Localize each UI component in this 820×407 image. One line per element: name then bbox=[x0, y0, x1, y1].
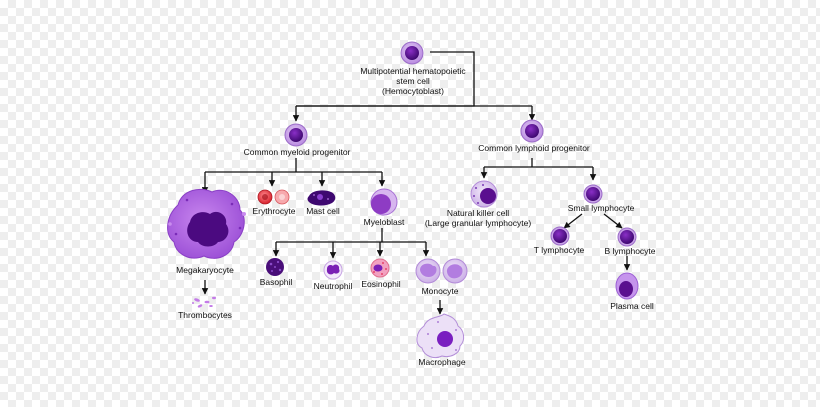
stem-cell-label: Multipotential hematopoietic stem cell (… bbox=[360, 66, 465, 96]
mast-cell-label: Mast cell bbox=[306, 206, 340, 216]
myeloblast-icon bbox=[370, 188, 398, 216]
t-lymphocyte-icon bbox=[550, 226, 570, 246]
t-lymphocyte-label: T lymphocyte bbox=[533, 245, 585, 255]
connectors bbox=[201, 51, 631, 315]
neutrophil-label: Neutrophil bbox=[313, 281, 353, 291]
neutrophil-icon bbox=[323, 260, 343, 280]
stem-cell-icon bbox=[400, 41, 424, 65]
nk-cell-icon bbox=[470, 180, 498, 208]
arrow-to-t-lymphocyte bbox=[563, 213, 583, 229]
macrophage-label: Macrophage bbox=[418, 357, 466, 367]
monocyte-icon bbox=[415, 258, 468, 284]
megakaryocyte-icon bbox=[167, 188, 246, 259]
b-lymphocyte-icon bbox=[617, 227, 637, 247]
plasma-cell-icon bbox=[615, 272, 639, 300]
small-lymphocyte-label: Small lymphocyte bbox=[567, 203, 635, 213]
stem-cell-label-line1: Multipotential hematopoietic bbox=[360, 66, 466, 76]
lymphoid-progenitor-icon bbox=[520, 119, 544, 143]
myeloid-progenitor-label: Common myeloid progenitor bbox=[243, 147, 351, 157]
myeloblast-label: Myeloblast bbox=[363, 217, 405, 227]
eosinophil-label: Eosinophil bbox=[361, 279, 401, 289]
basophil-label: Basophil bbox=[259, 277, 293, 287]
macrophage-icon bbox=[416, 313, 465, 359]
megakaryocyte-label: Megakaryocyte bbox=[176, 265, 234, 275]
eosinophil-icon bbox=[370, 258, 390, 278]
plasma-cell-label: Plasma cell bbox=[610, 301, 654, 311]
thrombocytes-icon bbox=[192, 296, 216, 308]
nk-cell-label-line2: (Large granular lymphocyte) bbox=[424, 218, 532, 228]
nk-cell-label-line1: Natural killer cell bbox=[446, 208, 510, 218]
small-lymphocyte-icon bbox=[583, 184, 603, 204]
arrow-to-b-lymphocyte bbox=[603, 213, 623, 229]
stem-cell-label-line3: (Hemocytoblast) bbox=[382, 86, 444, 96]
thrombocytes-label: Thrombocytes bbox=[178, 310, 232, 320]
basophil-icon bbox=[266, 258, 284, 276]
stem-cell-label-line2: stem cell bbox=[396, 76, 430, 86]
myeloid-progenitor-icon bbox=[284, 123, 308, 147]
nk-cell-label: Natural killer cell (Large granular lymp… bbox=[425, 208, 531, 228]
b-lymphocyte-label: B lymphocyte bbox=[604, 246, 656, 256]
monocyte-label: Monocyte bbox=[421, 286, 459, 296]
lymphoid-progenitor-label: Common lymphoid progenitor bbox=[478, 143, 590, 153]
erythrocyte-icon bbox=[257, 189, 290, 205]
erythrocyte-label: Erythrocyte bbox=[252, 206, 296, 216]
mast-cell-icon bbox=[307, 190, 336, 206]
